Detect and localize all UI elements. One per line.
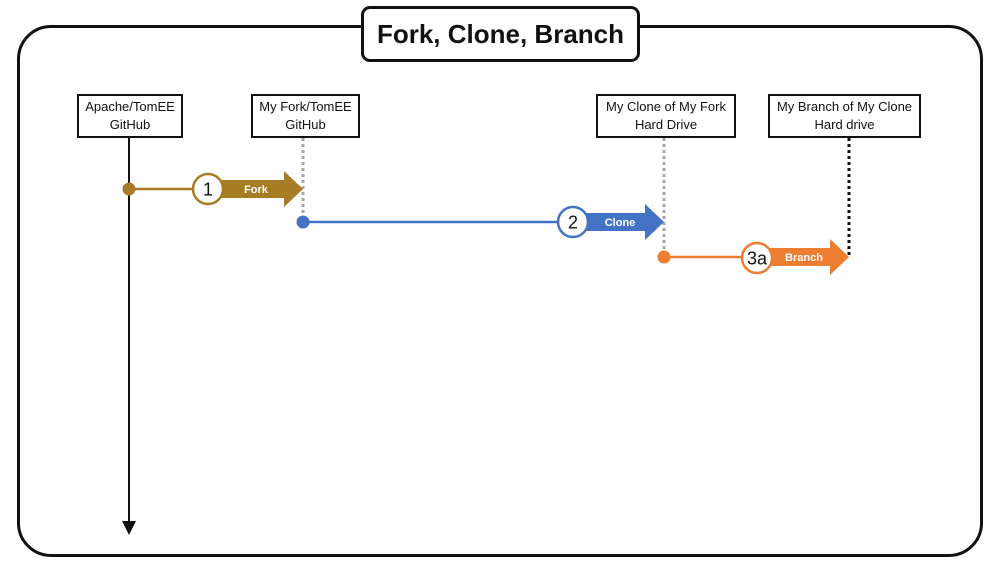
branch-start-dot [657,250,671,264]
node-clone-line2: Hard Drive [634,117,698,132]
node-branch-line1: My Branch of My Clone [776,99,913,114]
clone-arrow [585,204,664,240]
branch-arrow [770,239,849,275]
branch-arrow-label: Branch [785,252,823,264]
node-my-fork: My Fork/TomEE GitHub [251,94,360,138]
node-apache-line2: GitHub [109,117,151,132]
branch-step-badge [740,241,774,275]
fork-step: Fork 1 [122,171,303,207]
clone-arrow-label: Clone [605,217,636,229]
page-title-text: Fork, Clone, Branch [376,18,625,49]
node-clone-line1: My Clone of My Fork [606,99,726,114]
node-fork-line2: GitHub [285,117,326,132]
branch-step-number: 3a [747,249,768,269]
fork-arrow-label: Fork [244,184,269,196]
branch-step: Branch 3a [657,239,849,275]
clone-step-number: 2 [568,213,578,233]
fork-start-dot [122,182,136,196]
clone-start-dot [296,215,310,229]
fork-step-number: 1 [203,180,213,200]
node-my-branch: My Branch of My Clone Hard drive [768,94,921,138]
node-apache-tomee: Apache/TomEE GitHub [77,94,183,138]
node-fork-line1: My Fork/TomEE [259,99,352,114]
node-my-clone: My Clone of My Fork Hard Drive [596,94,736,138]
clone-step: Clone 2 [296,204,664,240]
fork-arrow [220,171,303,207]
node-branch-line2: Hard drive [814,117,875,132]
node-apache-line1: Apache/TomEE [85,99,175,114]
page-title: Fork, Clone, Branch [361,6,640,62]
clone-step-badge [556,205,590,239]
fork-step-badge [191,172,225,206]
